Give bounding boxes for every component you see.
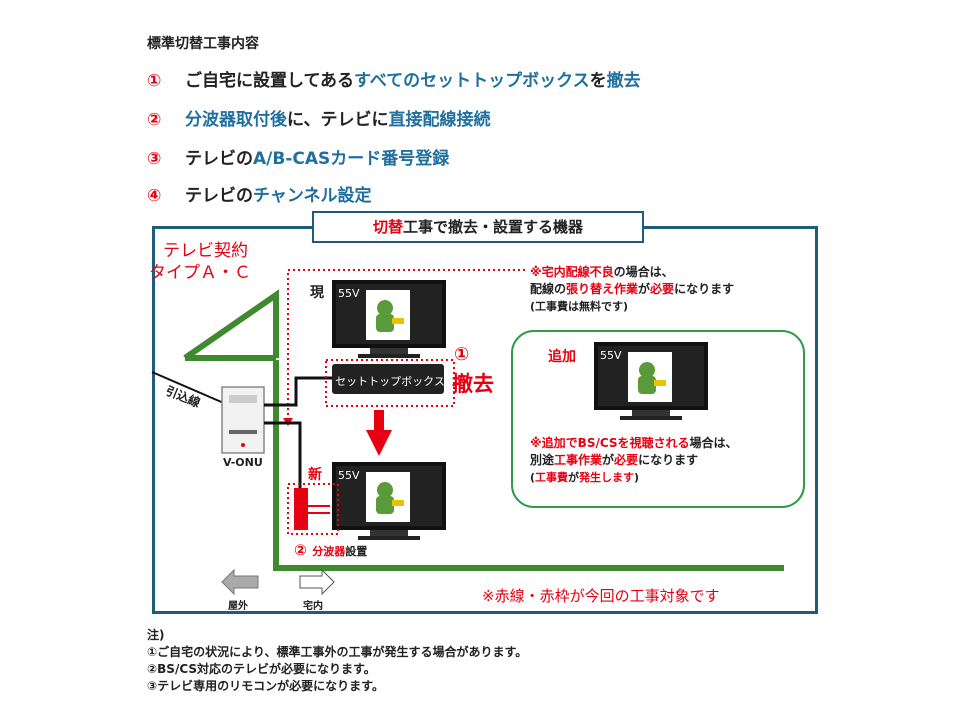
note-item-1: ①ご自宅の状況により、標準工事外の工事が発生する場合があります。 [147, 645, 528, 659]
step-3-text-1: テレビの [185, 149, 253, 169]
note-wiring: ※宅内配線不良の場合は、 配線の張り替え作業が必要になります (工事費は無料です… [530, 265, 735, 313]
remove-label: 撤去 [452, 372, 494, 396]
note-add: ※追加でBS/CSを視聴される場合は、 別途工事作業が必要になります (工事費が… [530, 436, 738, 484]
page-title: 標準切替工事内容 [147, 36, 259, 52]
note-item-2: ②BS/CS対応のテレビが必要になります。 [147, 662, 376, 676]
stb-label: セットトップボックス [335, 375, 445, 388]
step-1-text-4: 撤去 [606, 71, 641, 91]
step-4-text-2: チャンネル設定 [253, 186, 372, 206]
outside-label: 屋外 [228, 601, 248, 612]
current-label: 現 [310, 285, 324, 301]
step-3-text-2: A/B-CASカード番号登録 [253, 149, 450, 169]
arrow-down-icon [366, 430, 392, 456]
arrow-down-shaft [374, 410, 384, 432]
new-label: 新 [308, 467, 322, 483]
splitter-device [294, 488, 308, 530]
notes-head: 注) [147, 628, 165, 642]
step-1-text-2: すべてのセットトップボックス [353, 71, 590, 91]
tv-add [594, 342, 708, 420]
cable-splitter [264, 421, 302, 488]
splitter-label: ② 分波器設置 [294, 541, 368, 559]
remove-number: ① [454, 344, 470, 365]
drop-line [151, 371, 227, 405]
cable-stb [264, 376, 332, 407]
onu-label: V-ONU [223, 456, 263, 469]
house-outline [183, 289, 279, 361]
step-2-text-1: 分波器取付後 [185, 110, 287, 130]
red-dotted-wiring [287, 269, 528, 420]
tv-new [332, 462, 446, 540]
inside-label: 宅内 [303, 601, 323, 612]
contract-label: テレビ契約タイプＡ・Ｃ [149, 241, 251, 283]
tv-add-size: 55V [600, 349, 622, 362]
note-item-3: ③テレビ専用のリモコンが必要になります。 [147, 679, 384, 693]
target-note: ※赤線・赤枠が今回の工事対象です [482, 587, 720, 605]
v-onu-device [221, 386, 265, 454]
step-1-text-1: ご自宅に設置してある [185, 71, 354, 91]
step-1-text-3: を [589, 71, 607, 91]
tv-current [332, 280, 446, 358]
caption-box: 切替工事で撤去・設置する機器 [312, 211, 644, 243]
notes-section: 注) ①ご自宅の状況により、標準工事外の工事が発生する場合があります。 ②BS/… [147, 627, 527, 695]
inside-arrow-icon [299, 568, 335, 596]
outside-arrow-icon [221, 568, 259, 596]
tv-new-size: 55V [338, 469, 360, 482]
tv-current-size: 55V [338, 287, 360, 300]
stb-red-frame [325, 359, 455, 407]
step-4-text-1: テレビの [185, 186, 253, 206]
step-2-text-2: に、テレビに [287, 110, 389, 130]
add-label: 追加 [548, 349, 576, 365]
stb-box [332, 364, 444, 394]
splitter-red-frame [287, 483, 339, 535]
step-2-text-3: 直接配線接続 [388, 110, 491, 130]
